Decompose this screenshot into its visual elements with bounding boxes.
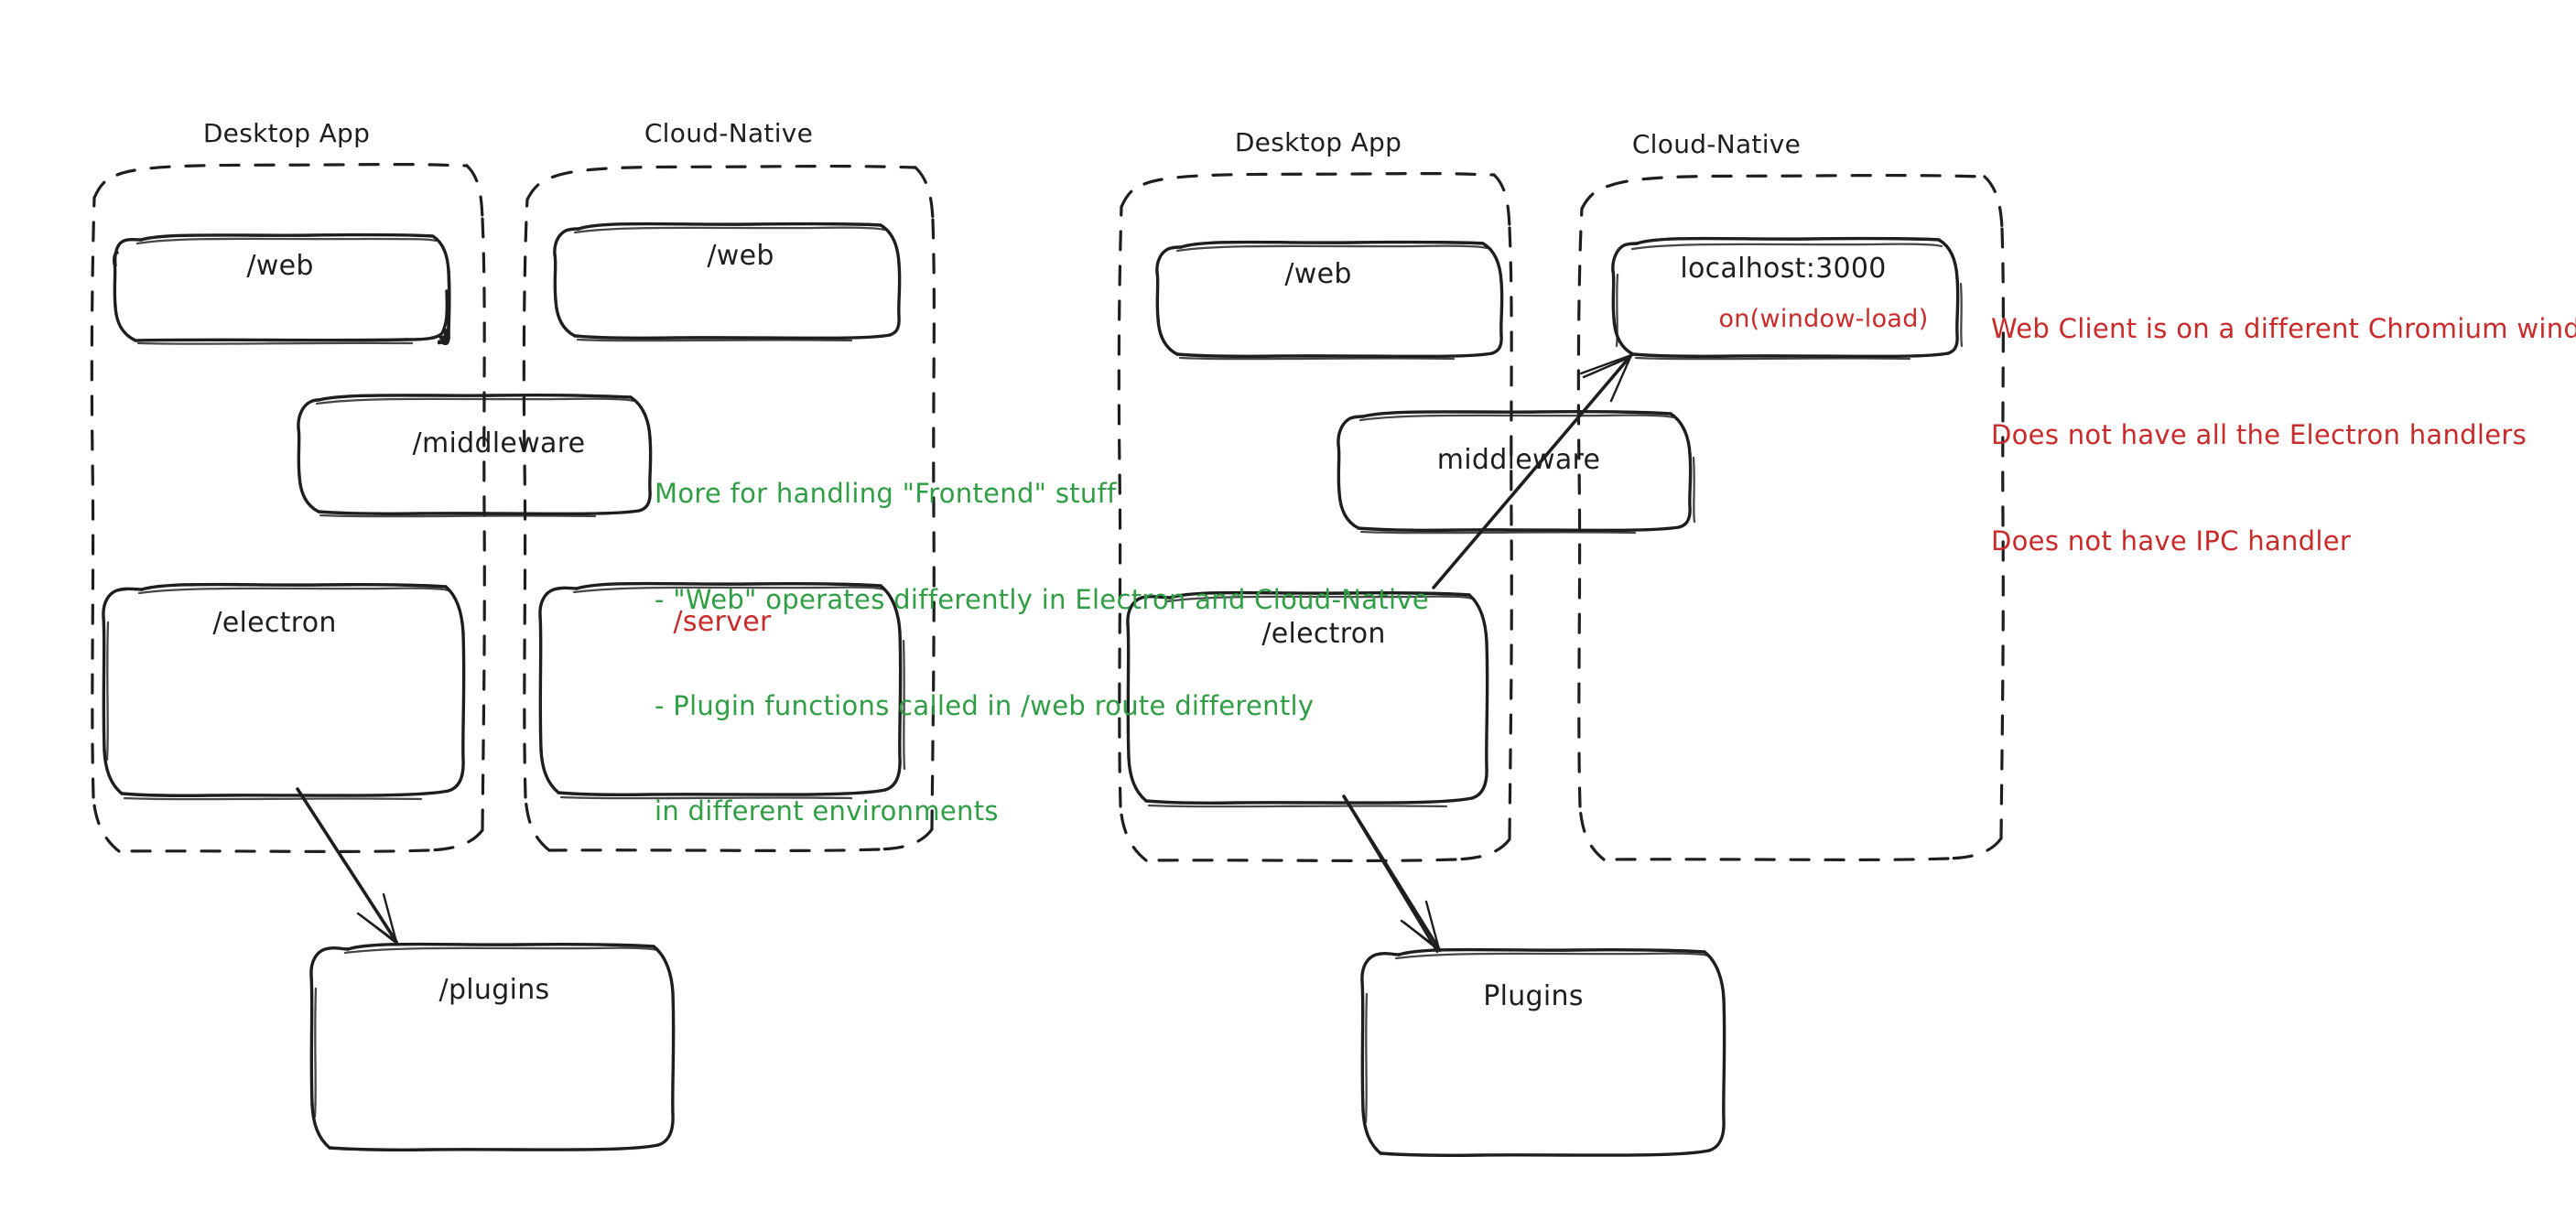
node-outline-right-electron — [1126, 590, 1489, 808]
arrow-right-electron-to-plugins — [1342, 794, 1442, 954]
node-label-right-localhost: localhost:3000 — [1680, 253, 1887, 285]
node-outline-left-desktop-web — [113, 232, 451, 346]
node-label-left-plugins: /plugins — [438, 974, 550, 1006]
annotation-red-web-client-notes: Web Client is on a different Chromium wi… — [1991, 241, 2576, 629]
node-outline-left-middleware — [297, 394, 653, 518]
annotation-green-line-4: in different environments — [655, 795, 999, 827]
node-sublabel-right-localhost-on-window-load: on(window-load) — [1718, 305, 1929, 333]
annotation-green-line-2: - "Web" operates differently in Electron… — [655, 583, 1429, 615]
group-label-left-cloud-native: Cloud-Native — [644, 118, 814, 148]
group-label-left-desktop-app: Desktop App — [202, 118, 371, 148]
node-outline-left-electron — [102, 582, 466, 801]
node-label-left-electron: /electron — [212, 607, 337, 639]
annotation-red-line-1: Web Client is on a different Chromium wi… — [1991, 313, 2576, 345]
node-label-right-desktop-web: /web — [1284, 258, 1352, 290]
node-label-right-electron: /electron — [1261, 618, 1386, 650]
node-label-left-cloud-web: /web — [707, 240, 774, 272]
node-outline-right-plugins — [1360, 947, 1726, 1157]
node-label-left-server: /server — [673, 606, 772, 638]
group-label-right-cloud-native: Cloud-Native — [1631, 129, 1802, 159]
annotation-red-line-2: Does not have all the Electron handlers — [1991, 418, 2527, 450]
group-outline-right-cloud-native — [1576, 173, 2005, 861]
node-outline-left-server — [538, 581, 906, 800]
node-outline-right-localhost — [1611, 236, 1964, 361]
node-label-left-desktop-web: /web — [246, 250, 314, 282]
annotation-green-frontend-notes: More for handling "Frontend" stuff - "We… — [655, 405, 1429, 900]
node-outline-left-plugins — [309, 942, 676, 1151]
node-outline-right-desktop-web — [1155, 240, 1504, 361]
node-label-left-middleware: /middleware — [412, 427, 586, 459]
annotation-green-line-3: - Plugin functions called in /web route … — [655, 689, 1315, 721]
node-outline-left-cloud-web — [553, 222, 902, 342]
group-label-right-desktop-app: Desktop App — [1234, 127, 1402, 157]
group-outline-left-cloud-native — [522, 164, 936, 852]
annotation-red-line-3: Does not have IPC handler — [1991, 524, 2352, 557]
node-outline-right-middleware — [1337, 410, 1696, 535]
node-label-right-plugins: Plugins — [1483, 980, 1584, 1012]
annotation-green-line-1: More for handling "Frontend" stuff — [655, 478, 1117, 510]
arrow-left-electron-to-plugins — [296, 787, 399, 946]
arrow-right-electron-to-localhost — [1432, 353, 1633, 589]
node-label-right-middleware: middleware — [1436, 444, 1601, 476]
group-outline-right-desktop-app — [1117, 171, 1513, 862]
